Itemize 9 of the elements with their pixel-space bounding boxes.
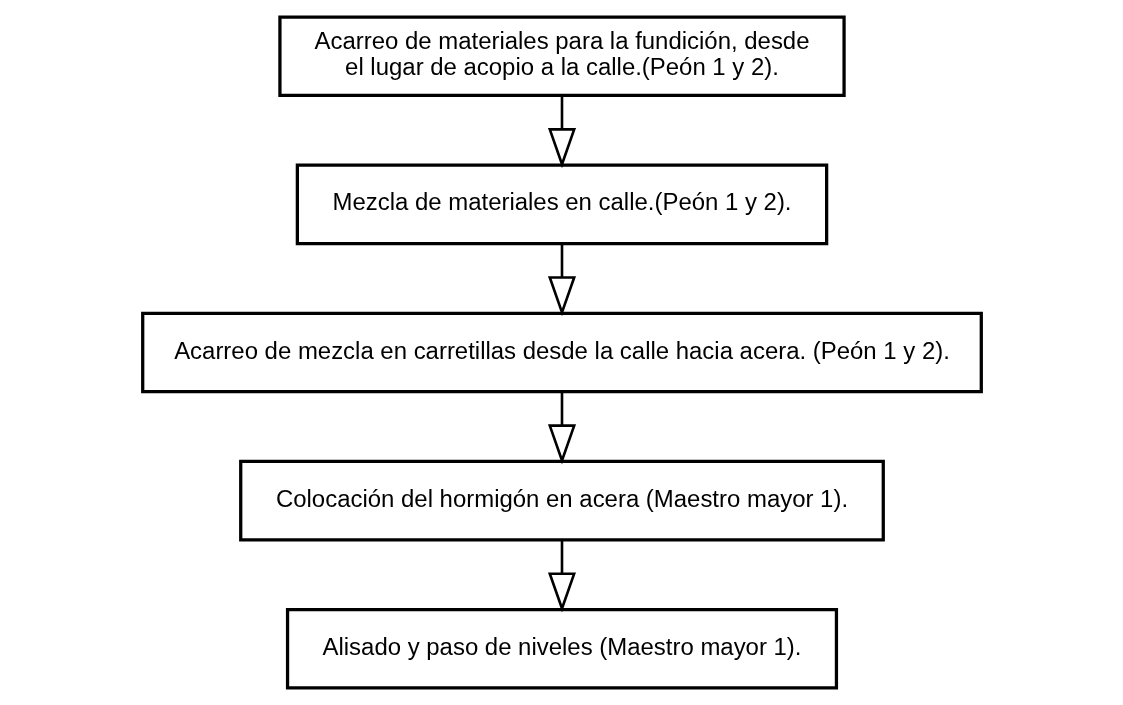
node-box: Acarreo de materiales para la fundición, desde el lugar de acopio a la calle.(Peón 1 y 2). (277, 15, 846, 98)
arrow (547, 540, 576, 613)
arrow (547, 244, 576, 317)
node-box: Colocación del hormigón en acera (Maestro mayor 1). (238, 459, 885, 542)
node-box: Alisado y paso de niveles (Maestro mayor 1). (285, 607, 838, 690)
node-box: Acarreo de mezcla en carretillas desde la calle hacia acera. (Peón 1 y 2). (140, 311, 983, 394)
arrow (547, 96, 576, 169)
node-box: Mezcla de materiales en calle.(Peón 1 y 2). (295, 163, 828, 246)
arrow (547, 392, 576, 465)
